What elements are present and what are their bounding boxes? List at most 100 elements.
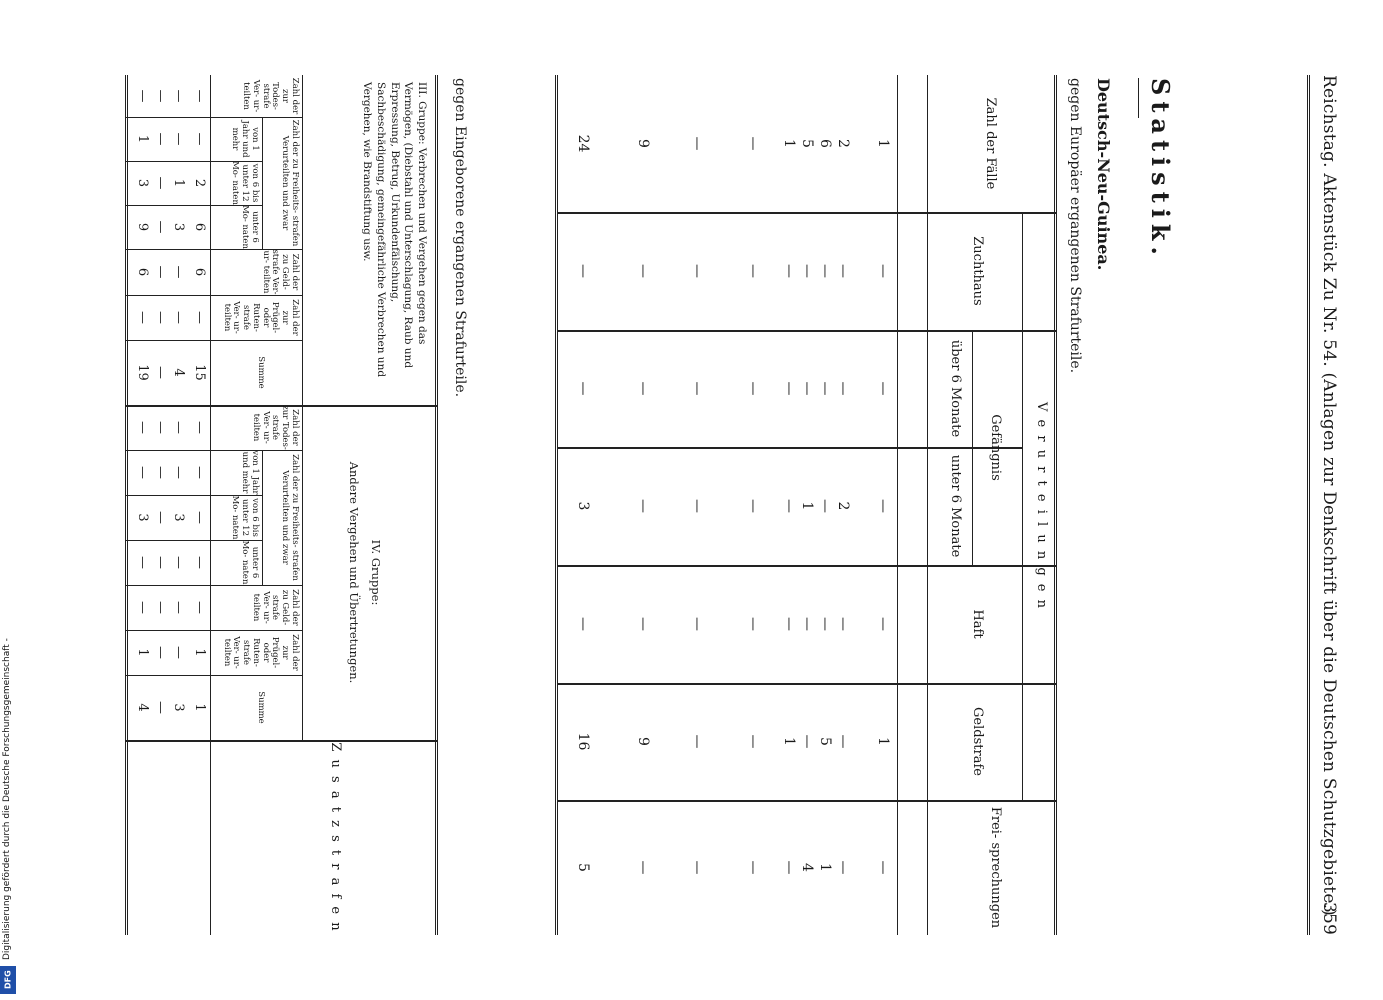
- t1-cell: —: [689, 499, 705, 513]
- t2-header-unter6: unter 6 Mo- naten: [240, 540, 260, 585]
- t1-cell: —: [817, 381, 833, 396]
- t2-cell: —: [192, 466, 207, 479]
- t1-cell: —: [689, 264, 705, 278]
- t2-cell: —: [171, 556, 186, 569]
- digitization-credit: Digitalisierung gefördert durch die Deut…: [2, 638, 12, 960]
- page-number: 359: [1319, 901, 1339, 935]
- t1-col-zuchthaus: Zuchthaus: [970, 236, 985, 306]
- t1-cell: —: [799, 381, 815, 396]
- t1-cell: —: [635, 617, 651, 631]
- t1-cell: —: [799, 264, 815, 278]
- t1-cell: —: [835, 617, 851, 631]
- t2-header-geld: Zahl der zu Geld- strafe Ver- ur- teilte…: [250, 589, 300, 626]
- t2-cell: —: [135, 89, 150, 103]
- t2-cell: 6: [192, 267, 207, 277]
- t2-cell: —: [171, 132, 186, 146]
- t1-subgroup-rule: [972, 330, 973, 565]
- t1-cell: —: [575, 381, 591, 396]
- t1-cell: —: [875, 381, 891, 396]
- t2-cell: 1: [192, 703, 207, 712]
- t2-header-1jahr: von 1 Jahr und mehr: [230, 120, 260, 158]
- t1-cell: —: [781, 617, 797, 631]
- t1-cell: —: [635, 860, 651, 875]
- table1-subtitle: gegen Europäer ergangenen Strafurteile.: [1067, 78, 1083, 374]
- t1-cell: —: [689, 617, 705, 631]
- t2-cell: —: [171, 601, 186, 614]
- t1-col-geldstrafe: Geldstrafe: [970, 707, 985, 776]
- colony-name: Deutsch-Neu-Guinea.: [1094, 78, 1113, 271]
- t2-header-6bis12: von 6 bis unter 12 Mo- naten: [230, 495, 260, 540]
- table1-bottom-rule: [555, 75, 558, 935]
- t1-cell: —: [835, 860, 851, 875]
- t1-cell: —: [689, 734, 705, 749]
- t2-cell: 15: [192, 364, 207, 381]
- t1-cell: —: [745, 617, 761, 631]
- t1-cell: —: [635, 499, 651, 513]
- t2-cell: —: [171, 89, 186, 103]
- t1-cell: —: [689, 136, 705, 151]
- t1-group-rule: [1022, 212, 1023, 800]
- t2-cell: —: [135, 421, 150, 434]
- t2-group-divider: [126, 740, 438, 742]
- table1-header-rule-2: [897, 75, 898, 935]
- t2-cell: 3: [171, 513, 186, 522]
- t1-cell: —: [635, 264, 651, 278]
- t1-cell: —: [575, 264, 591, 278]
- t2-header-todes: Zahl der zur Todes- strafe Ver- ur- teil…: [250, 405, 300, 450]
- t2-cell: —: [153, 421, 168, 434]
- t2-cell: —: [153, 601, 168, 614]
- t2-cell: —: [135, 466, 150, 479]
- t2-cell: —: [192, 421, 207, 434]
- t2-cell: 2: [192, 178, 207, 188]
- t1-cell: —: [745, 860, 761, 875]
- t2-header-summe: Summe: [256, 691, 266, 724]
- t2-cell: —: [153, 646, 168, 659]
- t2-cell: —: [153, 265, 168, 279]
- t1-col-unter6: unter 6 Monate: [948, 454, 963, 558]
- t1-cell: —: [799, 734, 815, 749]
- t1-cell: 4: [799, 863, 815, 872]
- t1-cell: 1: [875, 139, 891, 148]
- t2-cell: 4: [171, 368, 186, 377]
- t2-group-rule: [302, 75, 303, 740]
- t1-cell: —: [817, 617, 833, 631]
- t2-header-pruegel: Zahl der zur Prügel- oder Ruten- strafe …: [221, 634, 300, 671]
- t2-cell: 1: [171, 178, 186, 188]
- t2-subgroup-rule: [262, 450, 263, 585]
- t1-cell: 24: [575, 134, 591, 153]
- t2-cell: 6: [135, 267, 150, 277]
- t2-header-todes: Zahl der zur Todes- strafe Ver- ur- teil…: [241, 77, 300, 115]
- t1-cell: —: [689, 860, 705, 875]
- t1-cell: 1: [799, 501, 815, 511]
- t1-cell: —: [817, 264, 833, 278]
- t2-cell: 9: [135, 222, 150, 232]
- t2-cell: —: [192, 601, 207, 614]
- t2-header-pruegel: Zahl der zur Prügel- oder Ruten- strafe …: [221, 299, 300, 336]
- t2-cell: 6: [192, 222, 207, 232]
- t2-cell: 1: [135, 648, 150, 657]
- table2-header-rule: [210, 75, 211, 935]
- t2-cell: —: [135, 311, 150, 324]
- t1-cell: —: [835, 381, 851, 396]
- t2-freiheitsstrafen-header: Zahl der zu Freiheits- strafen Verurteil…: [280, 119, 300, 247]
- table1-header-rule: [927, 75, 928, 935]
- t1-cell: —: [635, 381, 651, 396]
- t2-cell: 3: [135, 513, 150, 522]
- t2-cell: —: [171, 646, 186, 659]
- running-title: Reichstag. Aktenstück Zu Nr. 54. (Anlage…: [1319, 75, 1339, 917]
- t1-cell: —: [745, 381, 761, 396]
- t2-cell: —: [192, 511, 207, 524]
- t1-group-gefaengnis: Gefängnis: [988, 414, 1003, 481]
- t2-freiheitsstrafen-header: Zahl der zu Freiheits- strafen Verurteil…: [280, 454, 300, 581]
- t2-cell: —: [171, 421, 186, 434]
- table2-subtitle: gegen Eingeborene ergangenen Strafurteil…: [452, 78, 468, 398]
- t2-cell: —: [153, 89, 168, 103]
- t2-cell: —: [153, 366, 168, 379]
- t1-cell: 9: [635, 139, 651, 148]
- t2-cell: —: [171, 466, 186, 479]
- t1-cell: 2: [835, 501, 851, 511]
- t2-cell: —: [192, 556, 207, 569]
- t1-col-ueber6: über 6 Monate: [948, 339, 963, 438]
- t1-cell: —: [745, 734, 761, 749]
